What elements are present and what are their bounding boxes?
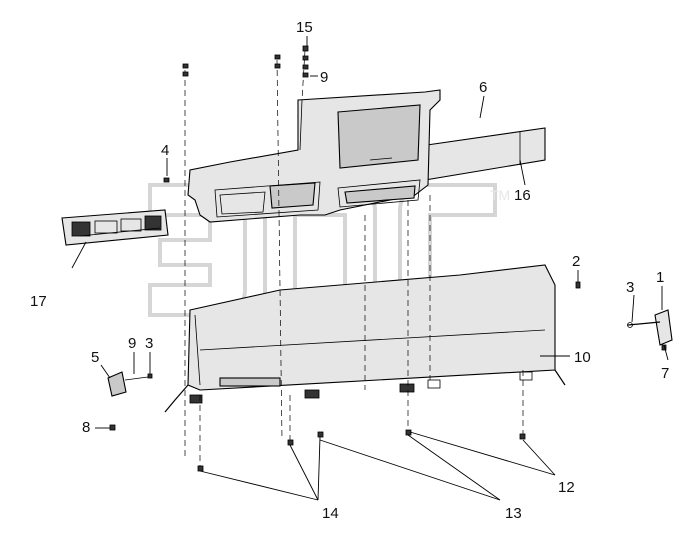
callout-4: 4 — [161, 142, 169, 159]
callout-13: 13 — [505, 505, 522, 522]
callout-7: 7 — [661, 365, 669, 382]
callout-9-left: 9 — [128, 335, 136, 352]
callout-15: 15 — [296, 19, 313, 36]
callout-3-left: 3 — [145, 335, 153, 352]
callout-labels: 15 9 6 4 16 2 1 3 17 9 3 5 10 7 8 12 13 … — [30, 19, 669, 522]
watermark-trademark: TM — [490, 187, 510, 203]
callout-1: 1 — [656, 269, 664, 286]
part-trim-bar — [419, 127, 546, 181]
leader-lines — [71, 36, 669, 501]
callout-16: 16 — [514, 187, 531, 204]
part-left-bracket — [107, 371, 149, 397]
callout-10: 10 — [574, 349, 591, 366]
fasteners — [109, 45, 667, 472]
callout-17: 17 — [30, 293, 47, 310]
part-upper-console — [187, 89, 441, 223]
callout-9-top: 9 — [320, 69, 328, 86]
callout-3-right: 3 — [626, 279, 634, 296]
part-right-bracket — [627, 309, 673, 346]
part-lower-panel — [164, 264, 566, 413]
callout-12: 12 — [558, 479, 575, 496]
callout-6: 6 — [479, 79, 487, 96]
callout-8: 8 — [82, 419, 90, 436]
callout-5: 5 — [91, 349, 99, 366]
callout-14: 14 — [322, 505, 339, 522]
callout-2: 2 — [572, 253, 580, 270]
part-switch-panel — [61, 209, 169, 246]
